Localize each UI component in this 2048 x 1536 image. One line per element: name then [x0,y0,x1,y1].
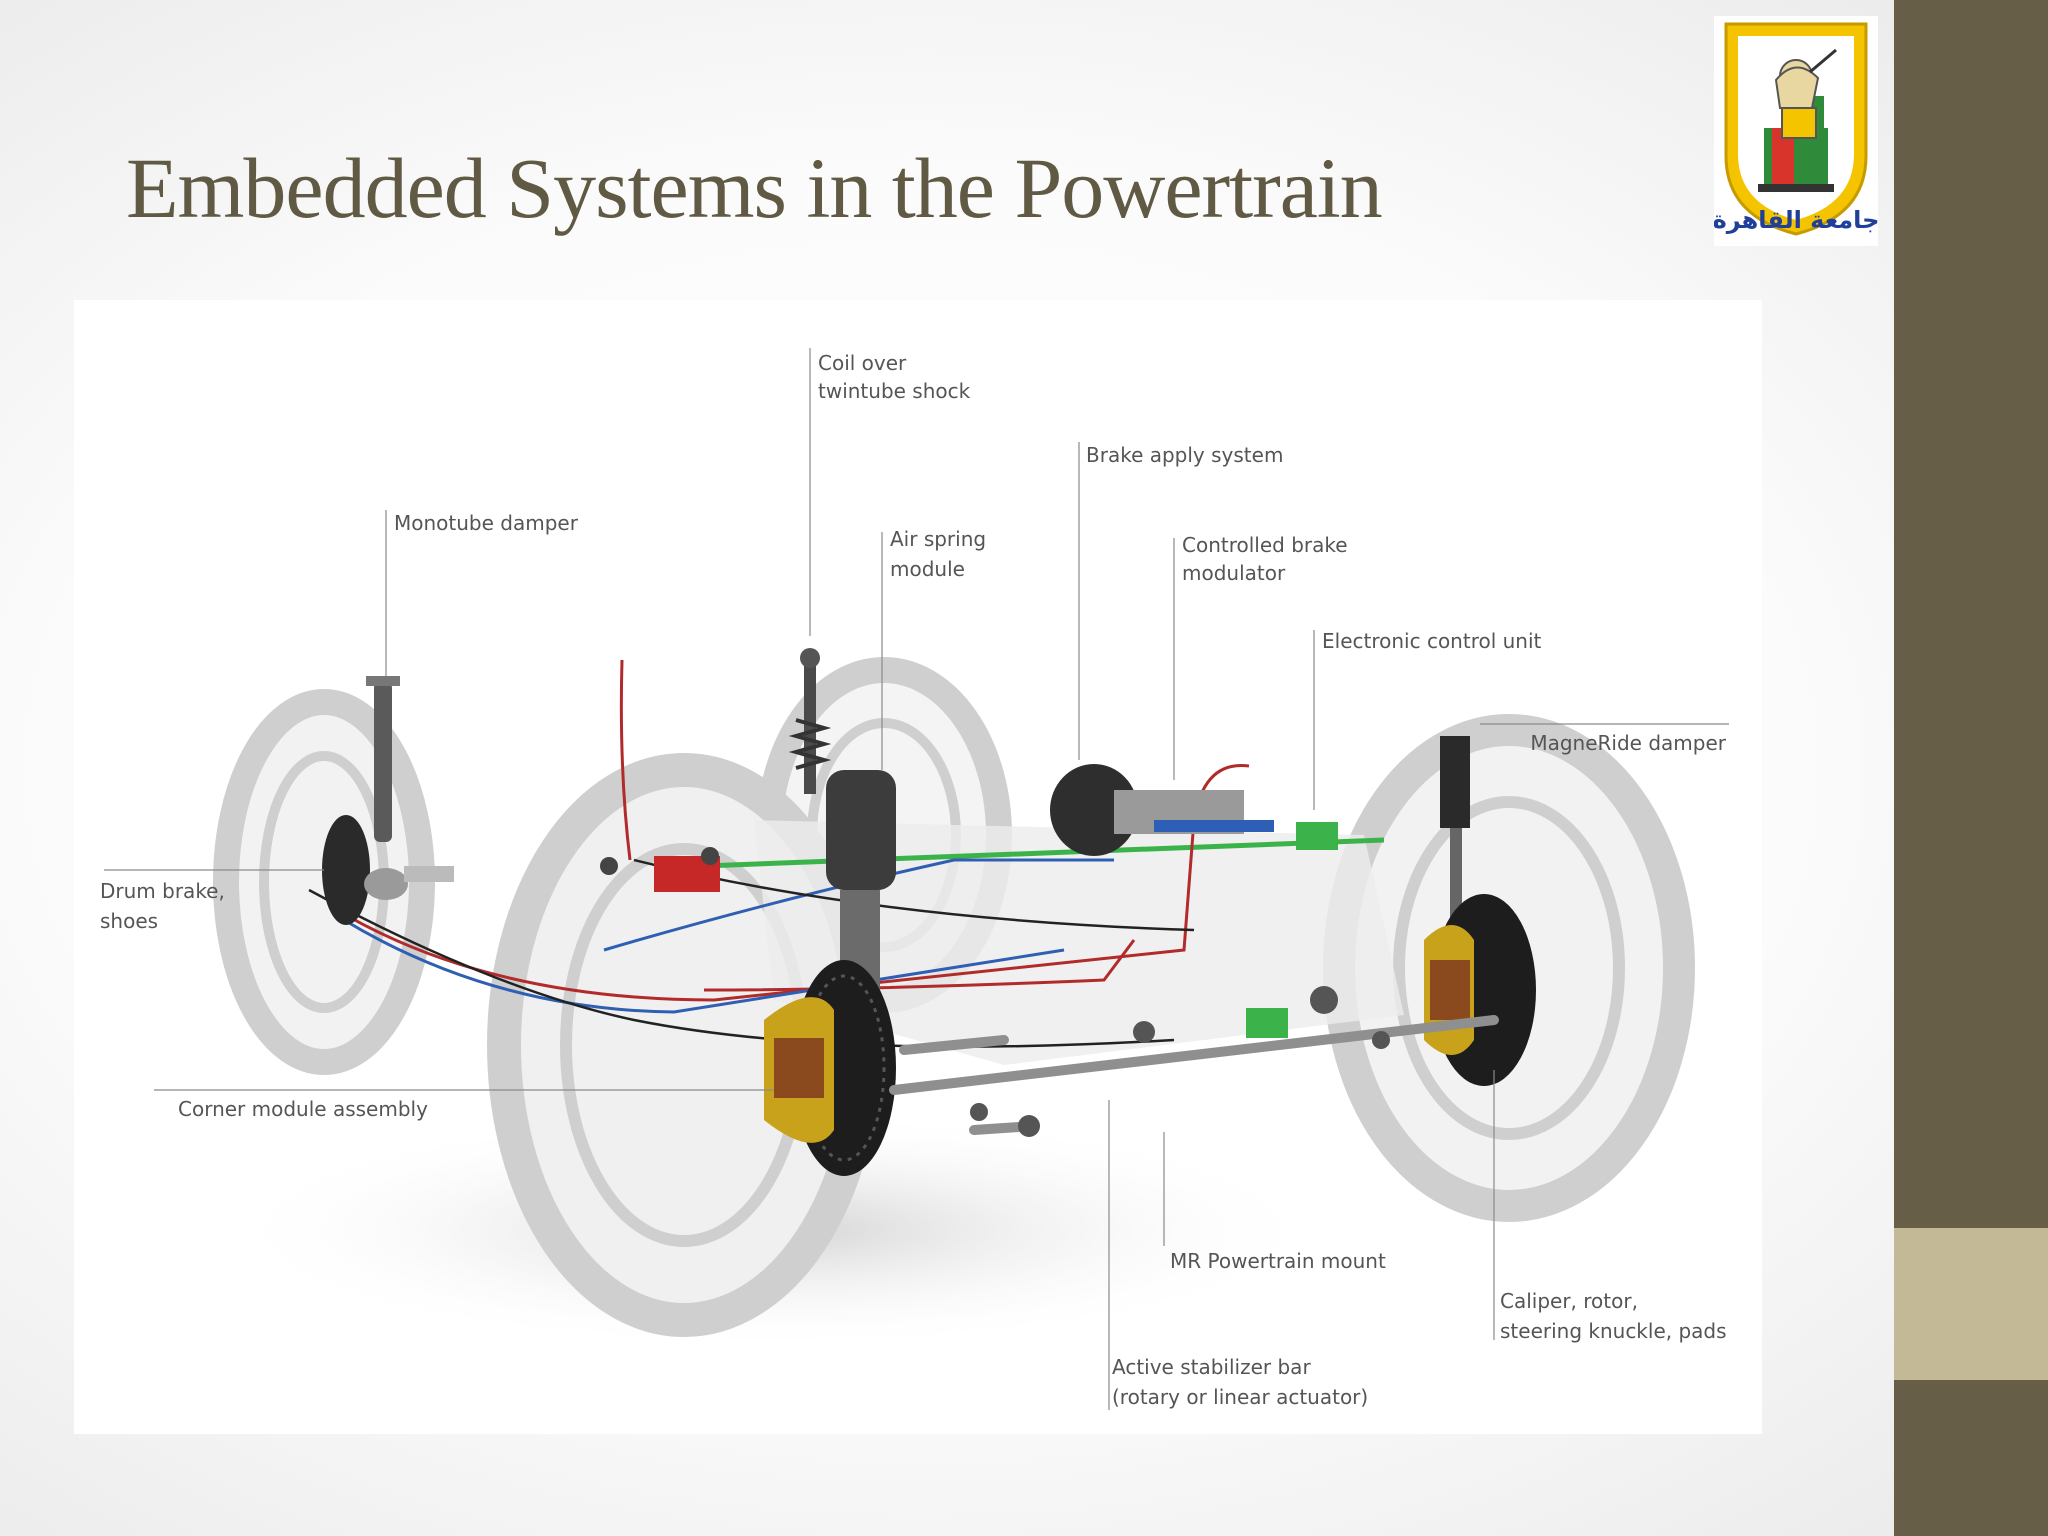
label-air-spring-2: module [890,557,965,581]
label-magneride: MagneRide damper [1530,731,1726,755]
label-ecu: Electronic control unit [1322,629,1542,653]
mounts [970,986,1390,1137]
rear-drum-brake [322,676,454,925]
label-caliper: Caliper, rotor, [1500,1289,1638,1313]
front-left-brake-disc [764,960,896,1176]
label-air-spring: Air spring [890,527,986,551]
electronic-control-unit [1296,822,1338,850]
label-corner-module: Corner module assembly [178,1097,428,1121]
label-mr-mount: MR Powertrain mount [1170,1249,1386,1273]
mount-bushing [701,847,719,865]
coil-over-shock [788,648,832,794]
brake-booster [1050,764,1274,856]
logo-arabic-text: جامعة القاهرة [1714,206,1878,234]
label-monotube: Monotube damper [394,511,579,535]
label-coil-over-2: twintube shock [818,379,971,403]
label-brake-apply: Brake apply system [1086,443,1283,467]
label-coil-over: Coil over [818,351,907,375]
slide-title: Embedded Systems in the Powertrain [126,140,1383,236]
callout-labels: Coil over twintube shock Brake apply sys… [100,351,1727,1409]
chassis-plate [754,820,1404,1065]
mount-bushing [600,857,618,875]
sensor-module [1246,1008,1288,1038]
leader-lines [104,348,1729,1410]
label-drum-brake-2: shoes [100,909,158,933]
control-lines [308,659,1385,1048]
label-stabilizer: Active stabilizer bar [1112,1355,1311,1379]
sidebar-accent [1894,1228,2048,1380]
label-stabilizer-2: (rotary or linear actuator) [1112,1385,1368,1409]
university-logo: جامعة القاهرة [1714,16,1878,246]
label-drum-brake: Drum brake, [100,879,225,903]
label-controlled-brake: Controlled brake [1182,533,1348,557]
powertrain-diagram: Coil over twintube shock Brake apply sys… [74,300,1762,1434]
label-caliper-2: steering knuckle, pads [1500,1319,1727,1343]
label-controlled-brake-2: modulator [1182,561,1286,585]
